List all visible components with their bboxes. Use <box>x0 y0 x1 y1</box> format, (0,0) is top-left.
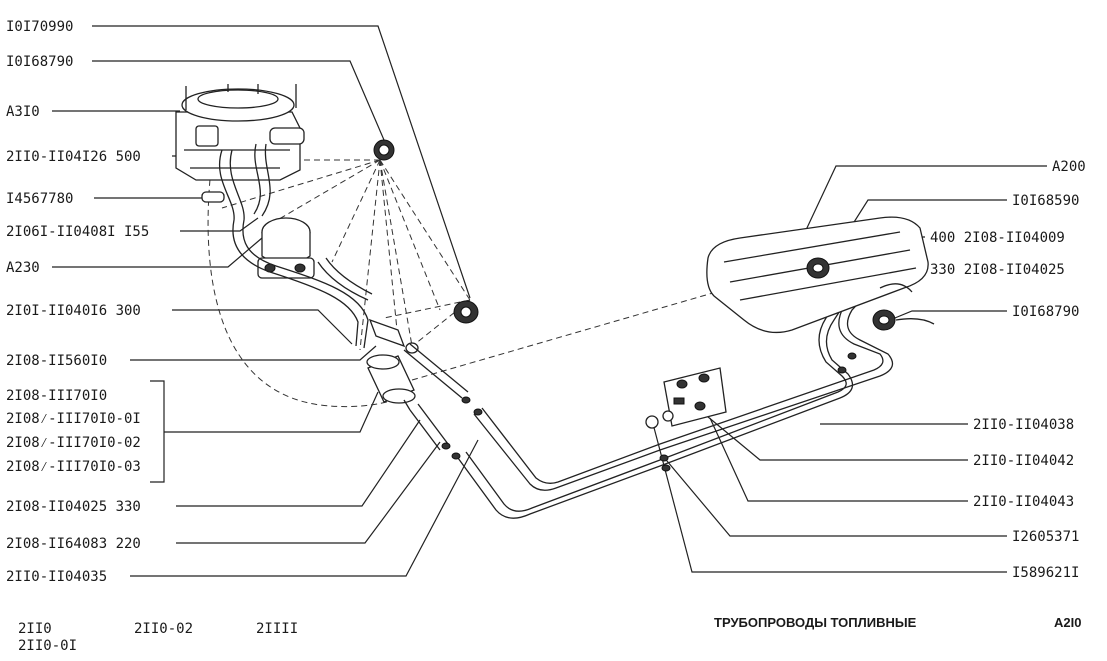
callout-i2605371: I2605371 <box>1012 529 1079 545</box>
callout-2i08-iii70i0-0i: 2I08⁄-III70I0-0I <box>6 411 141 427</box>
callout-2ii0-ii04038: 2II0-II04038 <box>973 417 1074 433</box>
callout-i0i68590: I0I68590 <box>1012 193 1079 209</box>
callout-i4567780: I4567780 <box>6 191 73 207</box>
callout-2i08-ii04025-right: 330 2I08-II04025 <box>930 262 1065 278</box>
footer: 2II0 2II0-0I 2II0-02 2IIII ТРУБОПРОВОДЫ … <box>18 615 1081 654</box>
callout-2i08-ii560i0: 2I08-II560I0 <box>6 353 107 369</box>
callout-2i08-ii04025: 2I08-II04025 330 <box>6 499 141 515</box>
model-code-2110-01: 2II0-0I <box>18 638 77 654</box>
callout-a230: A230 <box>6 260 40 276</box>
callout-i589621i: I589621I <box>1012 565 1079 581</box>
sheet-code: A2I0 <box>1054 615 1081 630</box>
callout-2i08-iii70i0-02: 2I08⁄-III70I0-02 <box>6 435 141 451</box>
callout-2i06i-ii0408i: 2I06I-II0408I I55 <box>6 224 149 240</box>
callout-i0i70990: I0I70990 <box>6 19 73 35</box>
hose-clamp-middle <box>453 300 479 324</box>
left-hoses <box>218 143 373 349</box>
inline-filter <box>368 318 419 354</box>
carburetor-assembly <box>175 84 305 181</box>
callout-a200: A200 <box>1052 159 1086 175</box>
hose-clamp-upper <box>373 139 395 161</box>
callout-i0i68790-left: I0I68790 <box>6 54 73 70</box>
callout-2i08-iii70i0-03: 2I08⁄-III70I0-03 <box>6 459 141 475</box>
callout-2ii0-ii04042: 2II0-II04042 <box>973 453 1074 469</box>
assembly-dashed-lines <box>207 159 881 408</box>
callout-a3i0: A3I0 <box>6 104 40 120</box>
pipe-holder-bracket <box>645 367 727 429</box>
hose-clamp-tank <box>806 257 935 331</box>
model-code-2110: 2II0 <box>18 621 52 637</box>
callout-2i08-iii70i0: 2I08-III70I0 <box>6 388 107 404</box>
callout-2ii0-ii04035: 2II0-II04035 <box>6 569 107 585</box>
callout-2i0i-ii040i6: 2I0I-II040I6 300 <box>6 303 141 319</box>
model-code-2111: 2IIII <box>256 621 298 637</box>
fuel-filter <box>366 354 416 411</box>
sheet-title: ТРУБОПРОВОДЫ ТОПЛИВНЫЕ <box>714 615 917 630</box>
callout-2ii0-ii04i26: 2II0-II04I26 500 <box>6 149 141 165</box>
bracket-i4567780 <box>201 191 225 203</box>
model-code-2110-02: 2II0-02 <box>134 621 193 637</box>
main-fuel-lines <box>403 275 894 519</box>
callout-i0i68790-right: I0I68790 <box>1012 304 1079 320</box>
leader-lines <box>52 25 1047 577</box>
callout-2ii0-ii04043: 2II0-II04043 <box>973 494 1074 510</box>
left-callouts: I0I70990 I0I68790 A3I0 2II0-II04I26 500 … <box>6 19 149 585</box>
callout-2i08-ii04009: 400 2I08-II04009 <box>930 230 1065 246</box>
callout-2i08-ii64083: 2I08-II64083 220 <box>6 536 141 552</box>
right-callouts: A200 I0I68590 400 2I08-II04009 330 2I08-… <box>930 159 1086 581</box>
